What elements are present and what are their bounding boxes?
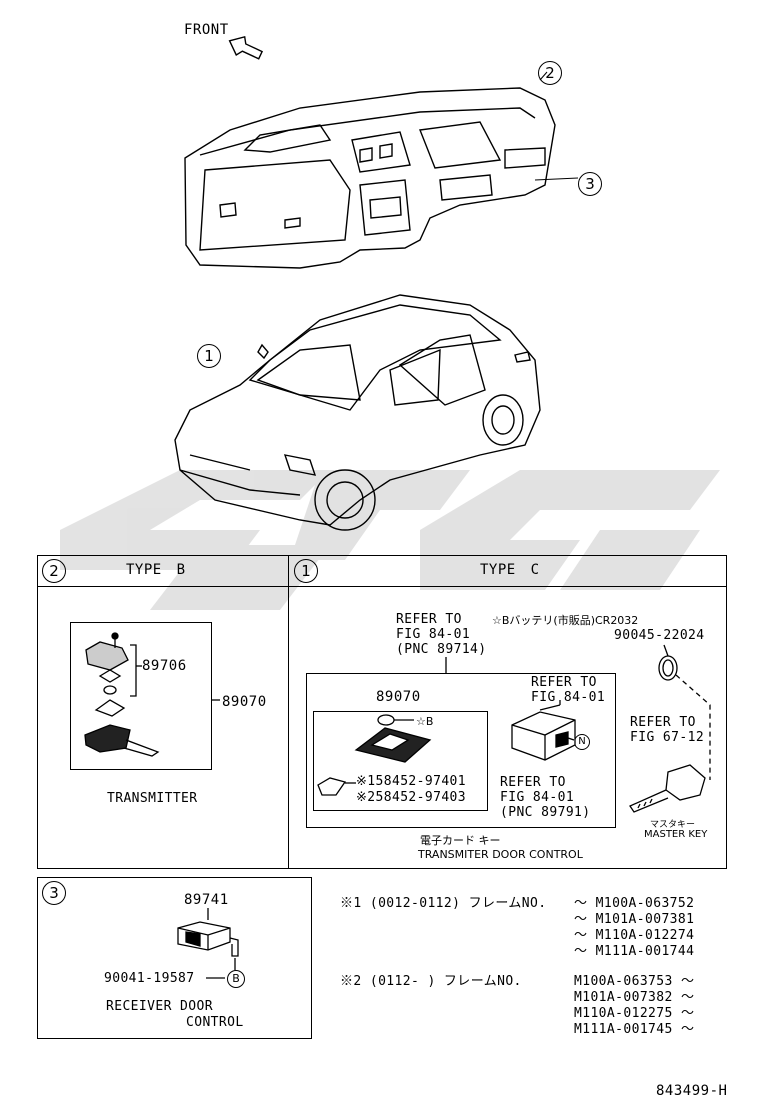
panel-c-caption-jp: 電子カード キー (420, 834, 501, 847)
transmitter-caption: TRANSMITTER (107, 791, 198, 806)
frame-note-1-value: ～ M111A-001744 (574, 944, 695, 959)
frame-note-2-value: M101A-007382 ～ (574, 990, 695, 1005)
callout-1-car: 1 (197, 344, 221, 368)
refer-3-line1: REFER TO (500, 775, 566, 790)
front-label: FRONT (184, 22, 229, 38)
part-89070-c: 89070 (376, 689, 421, 705)
refer-3-line2: FIG 84-01 (500, 790, 575, 805)
panel-b-title: TYPE B (126, 562, 186, 578)
part-90041: 90041-19587 (104, 971, 195, 986)
part-90045: 90045-22024 (614, 628, 705, 643)
panel-c-callout: 1 (294, 559, 318, 583)
panel-c-title: TYPE C (480, 562, 540, 578)
receiver-caption-line2: CONTROL (186, 1015, 244, 1030)
callout-2-dashboard: 2 (538, 61, 562, 85)
part-89706: 89706 (142, 658, 187, 674)
master-key-label: MASTER KEY (644, 829, 708, 840)
refer-4-line2: FIG 67-12 (630, 730, 705, 745)
star-b-mark: ☆B (416, 715, 434, 728)
refer-2-line1: REFER TO (531, 675, 597, 690)
transmitter-subgroup-box (313, 711, 488, 811)
frame-note-2-value: M111A-001745 ～ (574, 1022, 695, 1037)
refer-1-line3: (PNC 89714) (396, 642, 487, 657)
note-2-partno: ※258452-97403 (356, 790, 467, 805)
refer-4-line1: REFER TO (630, 715, 696, 730)
panel-c-caption: TRANSMITER DOOR CONTROL (418, 848, 583, 861)
figure-code: 843499-H (656, 1083, 728, 1099)
frame-note-2-value: M110A-012275 ～ (574, 1006, 695, 1021)
panel-b-callout: 2 (42, 559, 66, 583)
frame-note-1-label: ※1 (0012-0112) フレームNO. (340, 896, 547, 911)
frame-note-1-value: ～ M100A-063752 (574, 896, 695, 911)
panel-b-header-divider (37, 555, 727, 587)
frame-note-2-value: M100A-063753 ～ (574, 974, 695, 989)
transmitter-group-box (306, 673, 616, 828)
transmitter-inner-box (70, 622, 212, 770)
receiver-caption-line1: RECEIVER DOOR (106, 999, 213, 1014)
callout-3-dashboard: 3 (578, 172, 602, 196)
b-mark: B (227, 970, 245, 988)
note-1-partno: ※158452-97401 (356, 774, 467, 789)
panel-3-callout: 3 (42, 881, 66, 905)
refer-3-line3: (PNC 89791) (500, 805, 591, 820)
refer-2-line2: FIG 84-01 (531, 690, 606, 705)
battery-note: ☆Bバッテリ(市販品)CR2032 (492, 614, 639, 627)
refer-1-line2: FIG 84-01 (396, 627, 471, 642)
master-key-jp: マスタキー (650, 820, 696, 830)
refer-1-line1: REFER TO (396, 612, 462, 627)
frame-note-2-label: ※2 (0112- ) フレームNO. (340, 974, 522, 989)
part-89070-b: 89070 (222, 694, 267, 710)
frame-note-1-value: ～ M101A-007381 (574, 912, 695, 927)
frame-note-1-value: ～ M110A-012274 (574, 928, 695, 943)
part-89741: 89741 (184, 892, 229, 908)
panel-receiver (37, 877, 312, 1039)
